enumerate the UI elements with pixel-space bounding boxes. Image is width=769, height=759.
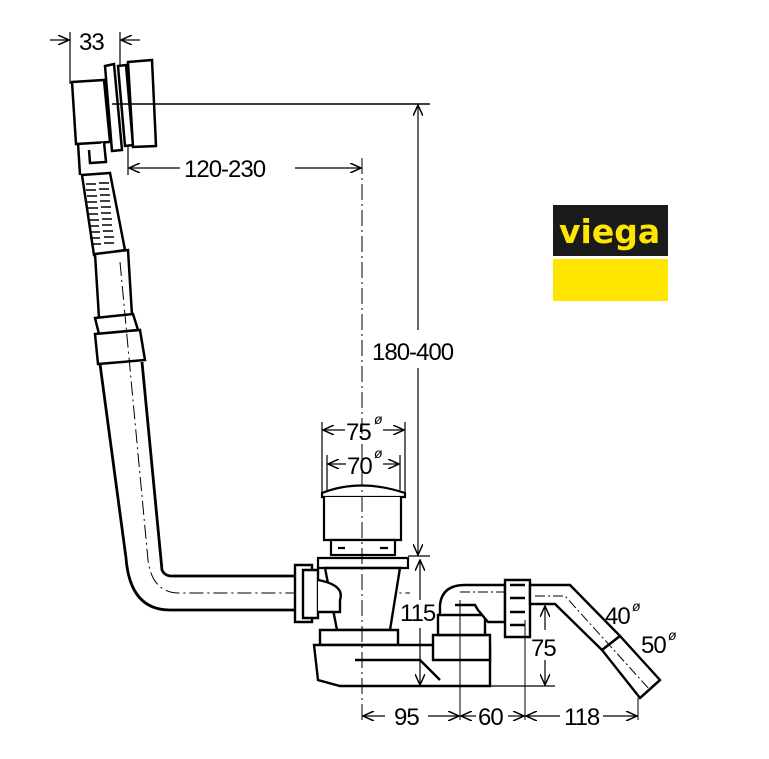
dim-overflow-depth: 33	[50, 29, 140, 84]
dim-outlet-offset: 75	[531, 606, 557, 685]
dim-label-outlet-50: 50	[641, 632, 666, 659]
overflow-pipe	[98, 361, 300, 612]
dim-label-outlet-40: 40	[605, 603, 630, 630]
dim-bottom-spacings: 95 60 118	[363, 704, 637, 731]
dim-outlet-diameters: 40 ø 50 ø	[605, 598, 677, 659]
dim-label-overflow-depth: 33	[79, 29, 104, 56]
logo-text: viega	[559, 212, 660, 251]
logo-yellow-bar	[553, 259, 668, 301]
dim-label-plug-inner: 70	[347, 453, 372, 480]
dim-label-horizontal-reach: 120-230	[184, 156, 266, 183]
dim-label-spacing-c: 118	[564, 704, 600, 731]
overflow-head	[70, 58, 158, 176]
waste-plug	[316, 484, 410, 570]
diameter-symbol: ø	[374, 445, 383, 461]
logo-background	[553, 205, 668, 256]
overflow-hose	[80, 171, 147, 366]
viega-logo: viega	[553, 205, 668, 301]
diameter-symbol: ø	[668, 627, 677, 643]
diameter-symbol: ø	[632, 598, 641, 614]
diameter-symbol: ø	[374, 411, 383, 427]
dim-horizontal-reach: 120-230	[127, 145, 361, 183]
pipe-centerline	[119, 261, 410, 594]
dim-label-outlet-offset: 75	[531, 635, 556, 662]
dim-label-trap-height: 115	[400, 600, 436, 627]
dim-plug-outer-diameter: 75 ø	[321, 411, 406, 497]
outlet-centerline	[460, 591, 651, 691]
dim-trap-height: 115	[340, 560, 555, 687]
outlet-elbow	[431, 578, 662, 700]
dim-plug-inner-diameter: 70 ø	[326, 445, 401, 490]
dim-vertical-reach: 180-400	[372, 105, 455, 557]
dim-label-plug-outer: 75	[346, 419, 371, 446]
dim-label-spacing-a: 95	[394, 704, 419, 731]
dim-label-vertical-reach: 180-400	[372, 339, 454, 366]
dim-label-spacing-b: 60	[478, 704, 503, 731]
hose-corrugation	[86, 182, 114, 245]
